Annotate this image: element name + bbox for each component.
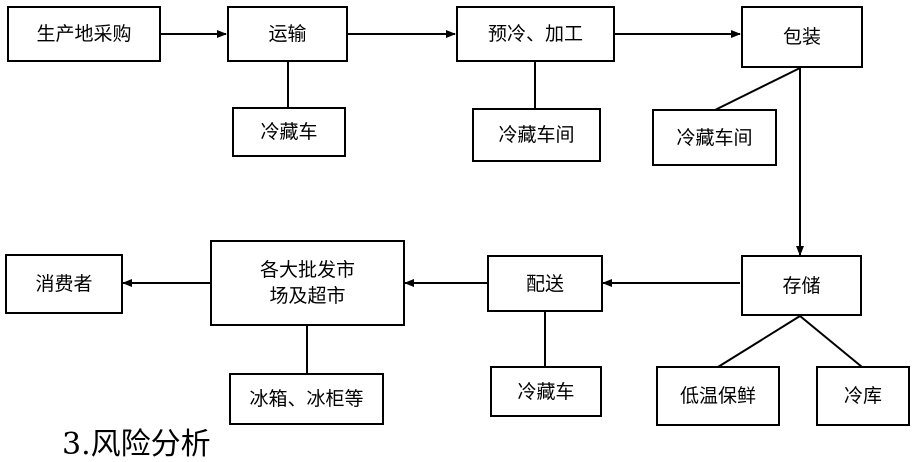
line-storage-to-cold-store <box>799 315 863 368</box>
node-precool-room: 冷藏车间 <box>472 108 601 162</box>
node-delivery: 配送 <box>487 255 603 312</box>
node-transport: 运输 <box>227 6 348 62</box>
node-precool-label: 预冷、加工 <box>487 23 583 45</box>
section-heading: 3.风险分析 <box>62 427 211 462</box>
node-package-label: 包装 <box>782 26 821 48</box>
node-market-fridge-label: 冰箱、冰柜等 <box>249 388 364 410</box>
node-low-temp-label: 低温保鲜 <box>679 385 756 407</box>
node-low-temp: 低温保鲜 <box>656 366 780 426</box>
node-purchase-label: 生产地采购 <box>36 23 132 45</box>
line-storage-to-low-temp <box>717 315 801 368</box>
node-delivery-truck-label: 冷藏车 <box>517 380 575 403</box>
node-storage: 存储 <box>741 255 862 316</box>
node-consumer: 消费者 <box>5 254 123 314</box>
node-package-room-label: 冷藏车间 <box>676 126 753 149</box>
connector-layer <box>122 30 863 374</box>
node-package-room: 冷藏车间 <box>652 109 777 166</box>
node-cold-store-label: 冷库 <box>843 385 882 407</box>
node-consumer-label: 消费者 <box>35 273 93 295</box>
node-market: 各大批发市 场及超市 <box>210 240 405 326</box>
node-delivery-label: 配送 <box>525 272 564 295</box>
node-transport-truck-label: 冷藏车 <box>260 121 318 143</box>
node-storage-label: 存储 <box>782 274 821 297</box>
node-transport-truck: 冷藏车 <box>232 107 346 157</box>
node-cold-store: 冷库 <box>816 366 910 426</box>
node-transport-label: 运输 <box>268 23 307 45</box>
node-precool: 预冷、加工 <box>456 6 615 62</box>
node-package: 包装 <box>741 6 863 68</box>
node-precool-room-label: 冷藏车间 <box>498 124 575 146</box>
node-purchase: 生产地采购 <box>7 6 161 62</box>
node-market-fridge: 冰箱、冰柜等 <box>229 373 384 425</box>
line-package-to-room <box>714 67 801 111</box>
node-delivery-truck: 冷藏车 <box>490 366 602 417</box>
node-market-label-line1: 各大批发市 <box>259 259 355 281</box>
node-market-label-line2: 场及超市 <box>269 285 346 307</box>
